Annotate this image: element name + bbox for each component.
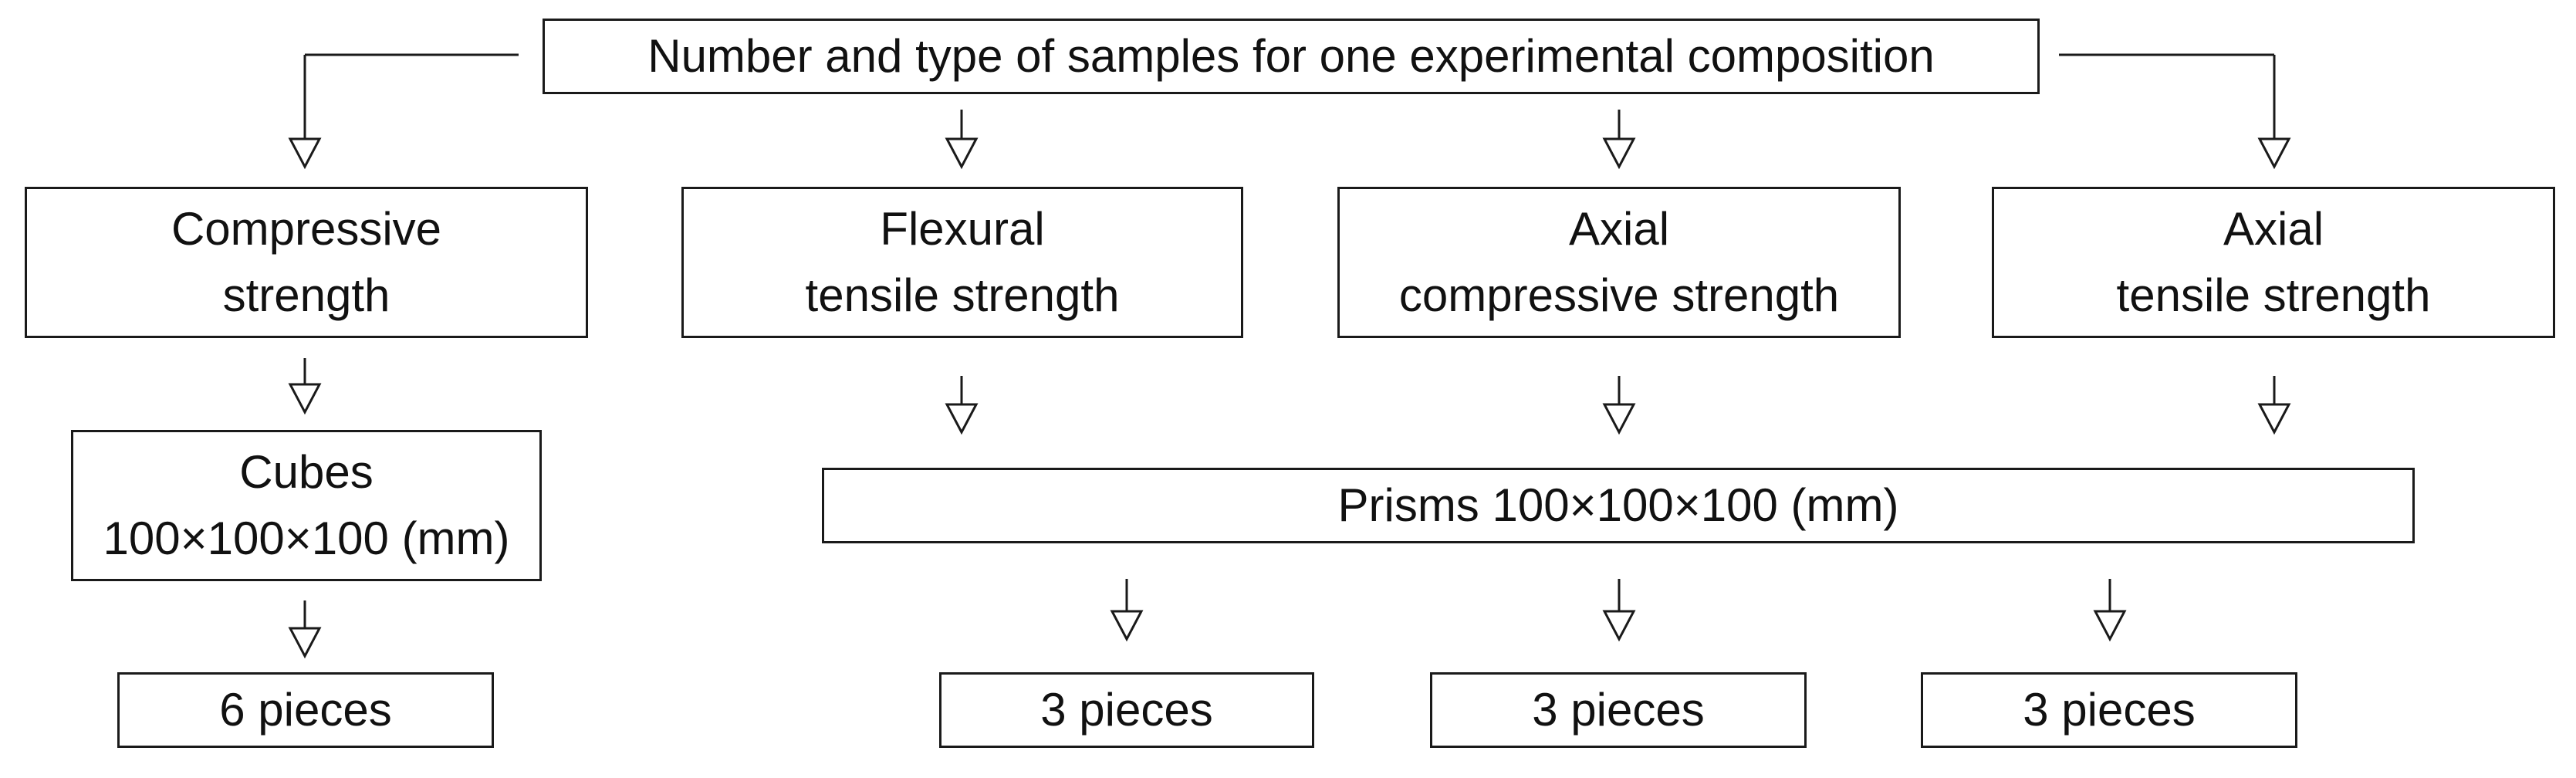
cubes-box: Cubes 100×100×100 (mm) bbox=[71, 430, 542, 581]
count-box-cubes: 6 pieces bbox=[117, 672, 494, 748]
arrow-title-to-compressive-head bbox=[288, 137, 322, 170]
title-text: Number and type of samples for one exper… bbox=[647, 30, 1935, 82]
prisms-label: Prisms 100×100×100 (mm) bbox=[1337, 479, 1899, 531]
test-box-axial-compressive-strength: Axial compressive strength bbox=[1337, 187, 1901, 338]
test-label-line2: tensile strength bbox=[805, 269, 1120, 321]
test-box-axial-tensile-strength: Axial tensile strength bbox=[1992, 187, 2555, 338]
arrow-title-to-flexural-head bbox=[945, 137, 979, 170]
count-label: 3 pieces bbox=[1532, 684, 1705, 736]
test-label-line1: Axial bbox=[2223, 203, 2324, 255]
prisms-box: Prisms 100×100×100 (mm) bbox=[822, 468, 2415, 543]
arrow-axial-compressive-to-prisms-head bbox=[1602, 403, 1636, 435]
count-box-axial-tensile: 3 pieces bbox=[1921, 672, 2297, 748]
arrow-prisms-to-count-axial-tensile-head bbox=[2093, 610, 2127, 642]
test-label-line1: Compressive bbox=[171, 203, 442, 255]
test-box-compressive-strength: Compressive strength bbox=[25, 187, 588, 338]
count-label: 3 pieces bbox=[2023, 684, 2196, 736]
cubes-label: Cubes bbox=[239, 446, 374, 498]
arrow-prisms-to-count-flexural-head bbox=[1110, 610, 1144, 642]
test-label-line1: Axial bbox=[1568, 203, 1670, 255]
title-box: Number and type of samples for one exper… bbox=[543, 19, 2040, 94]
count-label: 6 pieces bbox=[219, 684, 392, 736]
test-label-line1: Flexural bbox=[880, 203, 1045, 255]
arrow-cubes-to-count-head bbox=[288, 627, 322, 659]
arrow-prisms-to-count-axial-compressive-head bbox=[1602, 610, 1636, 642]
arrow-compressive-to-cubes-head bbox=[288, 383, 322, 415]
test-box-flexural-tensile-strength: Flexural tensile strength bbox=[681, 187, 1243, 338]
arrow-axial-tensile-to-prisms-head bbox=[2257, 403, 2291, 435]
arrow-flexural-to-prisms-head bbox=[945, 403, 979, 435]
test-label-line2: compressive strength bbox=[1398, 269, 1840, 321]
test-label-line2: tensile strength bbox=[2116, 269, 2431, 321]
count-box-axial-compressive: 3 pieces bbox=[1430, 672, 1807, 748]
cubes-dimensions: 100×100×100 (mm) bbox=[103, 512, 510, 564]
count-box-flexural: 3 pieces bbox=[939, 672, 1314, 748]
count-label: 3 pieces bbox=[1040, 684, 1213, 736]
arrow-title-to-axial-tensile-head bbox=[2257, 137, 2291, 170]
arrow-title-to-axial-compressive-head bbox=[1602, 137, 1636, 170]
test-label-line2: strength bbox=[222, 269, 390, 321]
